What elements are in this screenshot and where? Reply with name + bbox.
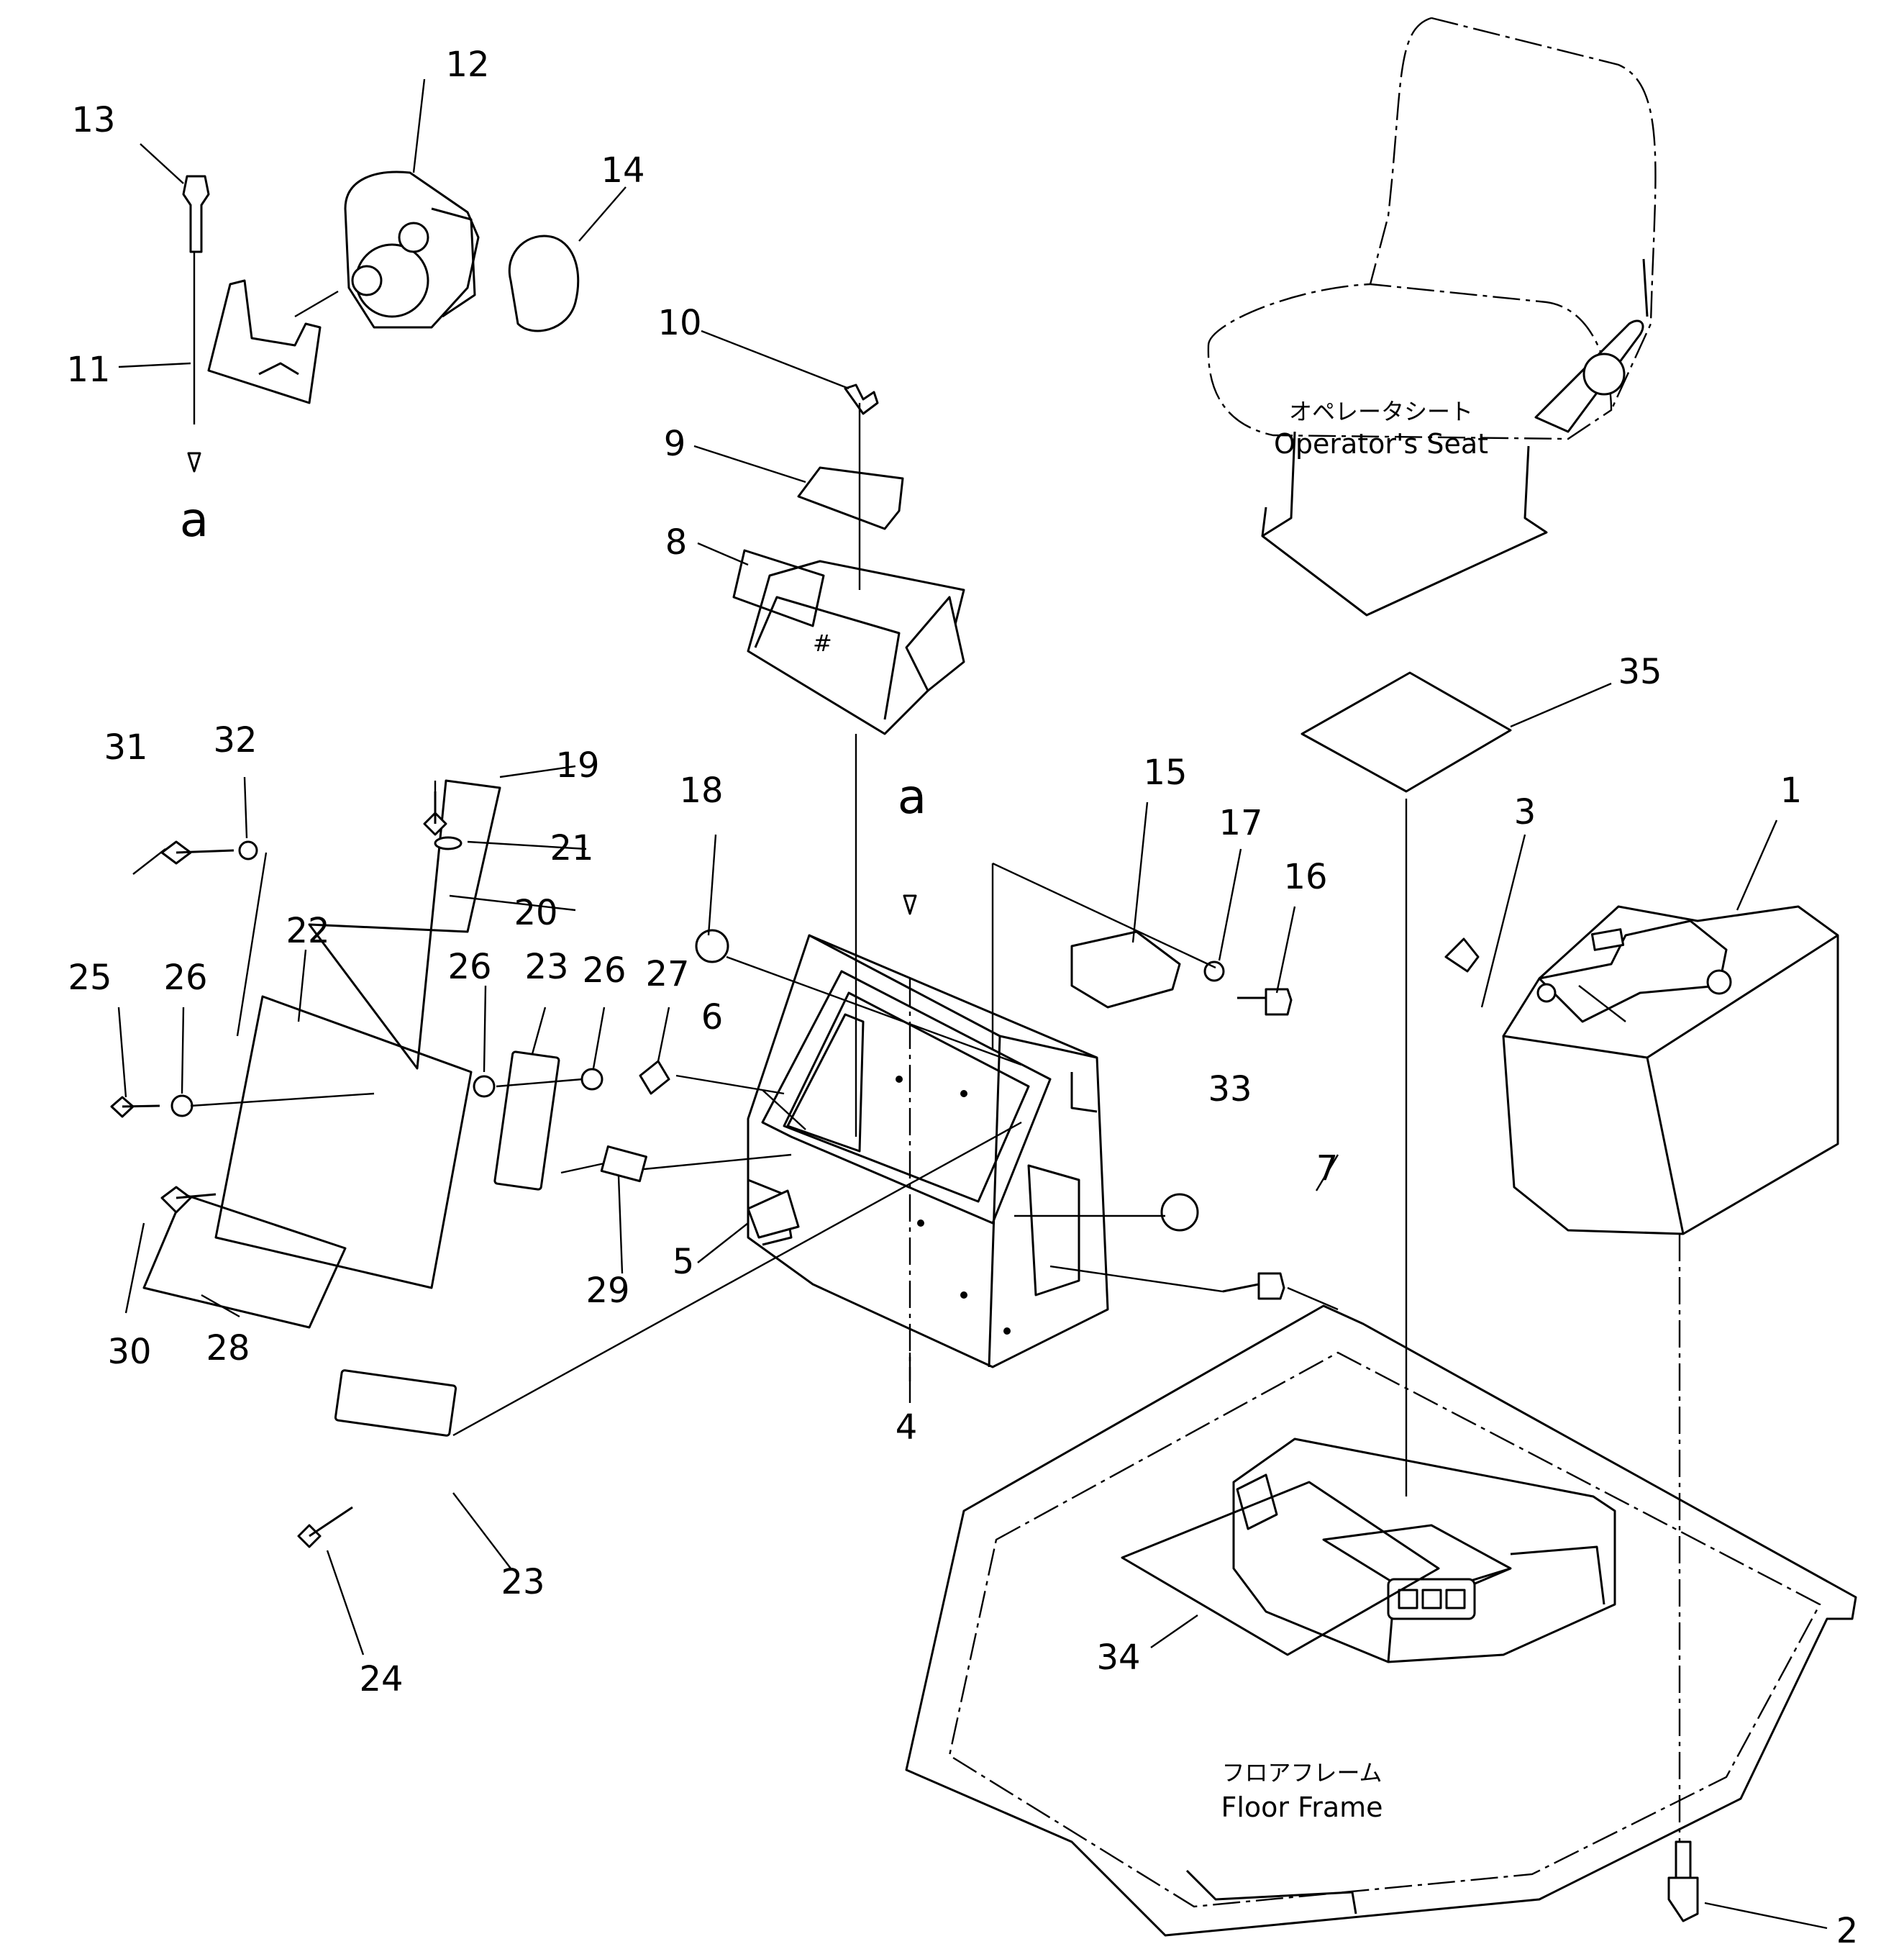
bolt-part-24 (297, 1506, 353, 1548)
reference-mark-a-top: a (180, 492, 209, 548)
floor-caption-jp: フロアフレーム (1221, 1759, 1382, 1786)
callout-19: 19 (555, 745, 599, 786)
box-part-15 (1070, 930, 1181, 1009)
plate-part-28 (142, 1193, 347, 1329)
floor-frame: フロアフレーム Floor Frame (905, 1304, 1857, 1937)
reference-mark-a-center: a (898, 769, 926, 825)
nut-part-27 (639, 1060, 670, 1095)
callout-11: 11 (66, 350, 110, 390)
callout-12: 12 (445, 45, 489, 85)
washer-part-17 (1203, 960, 1225, 982)
callout-32: 32 (213, 720, 257, 760)
mat-part-35 (1301, 671, 1512, 793)
floor-caption-en: Floor Frame (1221, 1791, 1383, 1823)
marking-hash-icon: # (813, 630, 832, 657)
callout-18: 18 (679, 771, 723, 811)
bolt-part-30 (160, 1186, 217, 1214)
alternator-part-12 (344, 171, 480, 329)
boot-part-14 (508, 235, 580, 332)
callout-26-a: 26 (163, 958, 207, 998)
callout-3: 3 (1514, 792, 1536, 832)
callout-26-b: 26 (447, 947, 491, 987)
cap-part-18 (695, 929, 729, 963)
washer-part-26a (170, 1094, 193, 1117)
bolt-part-7 (1222, 1272, 1285, 1300)
callout-28: 28 (206, 1328, 250, 1368)
washer-part-26c (580, 1068, 603, 1091)
plate-part-29 (600, 1145, 647, 1183)
callout-27: 27 (645, 954, 689, 994)
bolt-part-16 (1237, 988, 1293, 1016)
callout-29: 29 (586, 1271, 629, 1311)
seat-caption-en: Operator's Seat (1274, 428, 1488, 460)
callout-23-a: 23 (524, 947, 568, 987)
seat-caption-jp: オペレータシート (1289, 398, 1473, 425)
callout-1: 1 (1780, 771, 1803, 811)
washer-part-32 (238, 840, 258, 860)
grommet-part-33 (1160, 1193, 1199, 1232)
washer-part-21 (434, 836, 463, 850)
callout-6: 6 (701, 997, 724, 1037)
bolt-part-2 (1667, 1840, 1699, 1922)
cover-part-9 (797, 466, 904, 530)
callout-5: 5 (673, 1242, 695, 1282)
callout-2: 2 (1836, 1911, 1859, 1944)
bolt-part-13 (182, 175, 210, 253)
callout-7: 7 (1316, 1148, 1339, 1189)
panel-part-22 (214, 995, 473, 1289)
plug-part-3 (1444, 937, 1480, 973)
callout-34: 34 (1096, 1638, 1140, 1678)
callout-4: 4 (896, 1407, 918, 1448)
callout-23-b: 23 (501, 1562, 545, 1602)
callout-14: 14 (601, 150, 644, 191)
callout-15: 15 (1143, 753, 1187, 793)
bracket-part-19 (308, 779, 501, 1070)
callout-33: 33 (1208, 1069, 1252, 1109)
callout-22: 22 (286, 911, 329, 951)
callout-31: 31 (104, 727, 147, 768)
box-cover-part-1 (1502, 905, 1839, 1235)
callout-10: 10 (657, 303, 701, 343)
bolt-part-25 (110, 1096, 160, 1118)
stand-part-4 (747, 934, 1109, 1368)
callout-30: 30 (107, 1332, 151, 1372)
bracket-part-6 (786, 1013, 865, 1153)
wing-nut-part-10 (844, 383, 879, 415)
bracket-part-11 (207, 279, 322, 404)
switch-part-23-upper (493, 1050, 560, 1191)
washer-part-26b (473, 1075, 496, 1098)
console-part-8: # (747, 560, 965, 735)
sheet-part-34 (1121, 1481, 1440, 1656)
callout-16: 16 (1283, 857, 1327, 897)
switch-part-23-lower (334, 1369, 457, 1437)
bracket-part-5 (747, 1189, 800, 1239)
bolt-part-31 (160, 840, 234, 865)
callout-20: 20 (514, 893, 557, 933)
callout-9: 9 (664, 424, 686, 464)
operator-seat: オペレータシート Operator's Seat (1207, 17, 1657, 617)
callout-26-c: 26 (582, 950, 626, 991)
callout-13: 13 (71, 100, 115, 140)
callout-25: 25 (68, 958, 111, 998)
callout-21: 21 (550, 828, 593, 868)
callout-24: 24 (359, 1659, 403, 1699)
bolt-part-20 (423, 791, 447, 836)
label-part-8 (732, 549, 825, 627)
callout-17: 17 (1219, 803, 1262, 843)
callout-35: 35 (1618, 652, 1662, 692)
callout-8: 8 (665, 522, 688, 563)
